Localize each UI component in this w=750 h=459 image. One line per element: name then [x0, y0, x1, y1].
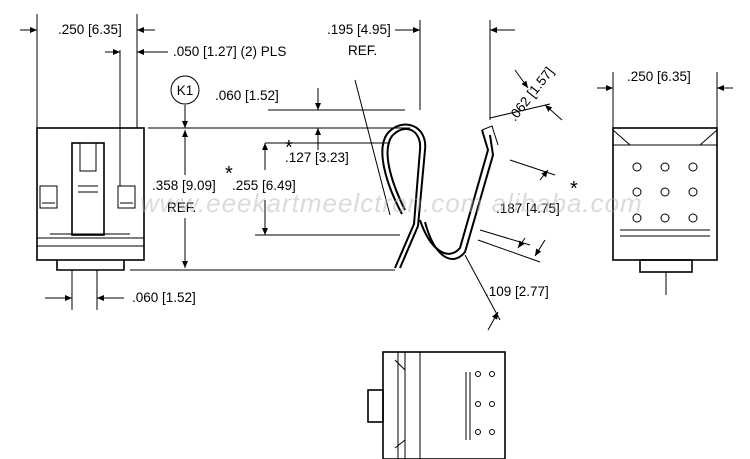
dim-pitch: .050 [1.27] (2) PLS [173, 44, 286, 59]
dim-gap-060: .060 [1.52] [215, 88, 279, 103]
dim-109: .109 [2.77] [485, 284, 549, 299]
spring-clip-profile [381, 123, 499, 269]
dimple-grid [632, 162, 698, 223]
asterisk-127: * [285, 137, 293, 159]
left-front-view [20, 14, 168, 310]
right-side-view [597, 72, 733, 295]
asterisk-255: * [225, 163, 233, 185]
dim-bottom-left: .060 [1.52] [132, 290, 196, 305]
bottom-view [367, 351, 506, 459]
dim-062: .062 [1.57] [506, 64, 557, 124]
dim-width-right: .250 [6.35] [627, 69, 691, 84]
dim-255: .255 [6.49] [232, 178, 296, 193]
watermark: www.eeekartmeelctron.com alibaba.com [140, 188, 643, 218]
dim-195: .195 [4.95] [327, 22, 391, 37]
dim-height-ref-label: REF. [167, 200, 196, 215]
dim-127: .127 [3.23] [285, 150, 349, 165]
dim-height-ref: .358 [9.09] [152, 178, 216, 193]
middle-dimensions [255, 20, 563, 331]
asterisk-187: * [570, 178, 578, 200]
k1-callout: K1 [170, 75, 200, 105]
callout-label: K1 [177, 83, 194, 98]
height-dimension [130, 105, 410, 271]
dim-195-ref: REF. [348, 43, 377, 58]
dim-width-top-left: .250 [6.35] [58, 22, 122, 37]
dim-187: .187 [4.75] [496, 201, 560, 216]
